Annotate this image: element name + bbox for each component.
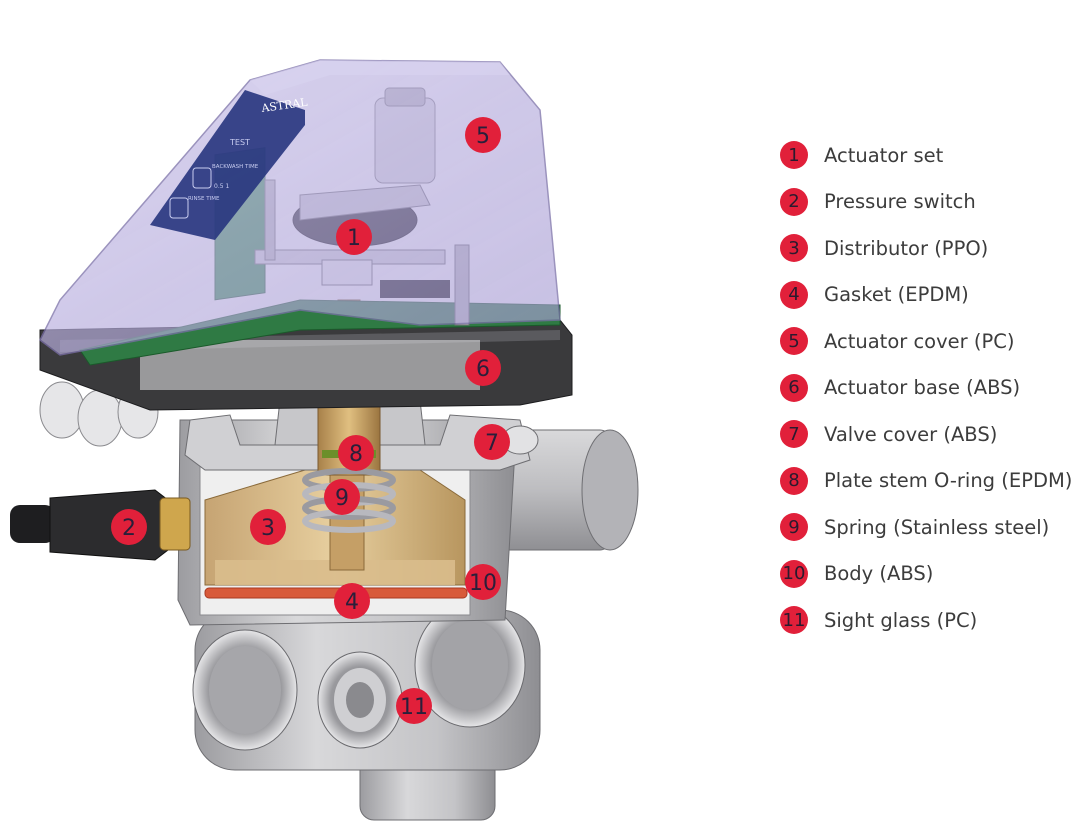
callout-marker-2: 2 xyxy=(111,509,147,545)
actuator-cover: ASTRAL TEST BACKWASH TIME 0.5 1 RINSE TI… xyxy=(39,59,561,356)
callout-circle xyxy=(111,509,147,545)
legend-label: Pressure switch xyxy=(824,190,976,213)
legend-item: 2 Pressure switch xyxy=(780,187,976,217)
callout-marker-9: 9 xyxy=(324,479,360,515)
callout-number: 5 xyxy=(476,124,490,149)
legend-item: 11 Sight glass (PC) xyxy=(780,605,977,635)
legend-label: Gasket (EPDM) xyxy=(824,283,969,306)
legend-label: Sight glass (PC) xyxy=(824,608,978,632)
control-panel: ASTRAL TEST BACKWASH TIME 0.5 1 RINSE TI… xyxy=(150,90,309,240)
panel-backwash-label: BACKWASH TIME xyxy=(212,164,259,170)
legend-item: 8 Plate stem O-ring (EPDM) xyxy=(780,466,1072,496)
callout-number: 8 xyxy=(349,442,363,467)
callout-markers: 1 2 3 4 5 6 7 89 10 11 xyxy=(111,117,510,724)
callout-number: 2 xyxy=(122,516,136,541)
callout-circle xyxy=(465,350,501,386)
callout-marker-6: 6 xyxy=(465,350,501,386)
panel-test-label: TEST xyxy=(229,138,250,147)
legend-number-badge: 1 xyxy=(780,141,808,169)
legend-item: 6 Actuator base (ABS) xyxy=(780,373,1020,403)
body-lower-ports xyxy=(192,602,541,821)
legend-label: Actuator set xyxy=(824,143,944,167)
callout-number: 3 xyxy=(261,516,275,541)
callout-circle xyxy=(396,688,432,724)
legend-item: 4 Gasket (EPDM) xyxy=(780,280,969,310)
callout-circle xyxy=(336,219,372,255)
legend-number-badge: 2 xyxy=(780,187,808,216)
callout-marker-4: 4 xyxy=(334,583,370,619)
legend-item: 5 Actuator cover (PC) xyxy=(780,326,1014,356)
callout-circle xyxy=(465,564,501,600)
legend-number-badge: 9 xyxy=(780,513,808,541)
callout-marker-5: 5 xyxy=(465,117,501,153)
legend-label: Valve cover (ABS) xyxy=(824,422,998,446)
valve-cutaway-illustration: ASTRAL TEST BACKWASH TIME 0.5 1 RINSE TI… xyxy=(10,59,639,821)
legend-label: Body (ABS) xyxy=(824,562,934,585)
callout-number: 7 xyxy=(485,431,499,456)
callout-number: 11 xyxy=(400,695,428,720)
callout-circle xyxy=(474,424,510,460)
callout-marker-10: 10 xyxy=(465,564,501,600)
legend-label: Distributor (PPO) xyxy=(824,236,989,260)
legend-item: 1 Actuator set xyxy=(780,140,943,170)
callout-number: 4 xyxy=(345,590,359,615)
callout-number: 6 xyxy=(476,357,490,382)
legend-item: 10 Body (ABS) xyxy=(780,559,933,589)
callout-marker-3: 3 xyxy=(250,509,286,545)
callout-circle xyxy=(324,479,360,515)
panel-rinse-label: RINSE TIME xyxy=(188,196,220,202)
callout-number: 1 xyxy=(347,226,361,251)
legend-number-badge: 7 xyxy=(780,420,808,448)
pressure-switch xyxy=(10,489,191,561)
legend-label: Spring (Stainless steel) xyxy=(824,515,1050,539)
legend-number-badge: 5 xyxy=(780,327,808,355)
panel-dial-backwash xyxy=(192,167,212,189)
legend-item: 3 Distributor (PPO) xyxy=(780,233,988,263)
callout-marker-1: 1 xyxy=(336,219,372,255)
callout-number: 10 xyxy=(469,571,497,596)
panel-dial-rinse xyxy=(169,197,189,219)
callout-circle xyxy=(250,509,286,545)
callout-marker-8: 8 xyxy=(338,435,374,471)
callout-circle xyxy=(338,435,374,471)
legend-number-badge: 11 xyxy=(780,606,808,634)
panel-scale-text: 0.5 1 xyxy=(214,183,229,190)
callout-marker-7: 7 xyxy=(474,424,510,460)
legend-label: Actuator cover (PC) xyxy=(824,329,1015,353)
legend-label: Plate stem O-ring (EPDM) xyxy=(824,469,1073,492)
legend-item: 7 Valve cover (ABS) xyxy=(780,419,997,449)
legend-number-badge: 8 xyxy=(780,466,808,495)
legend-number-badge: 6 xyxy=(780,373,808,402)
callout-number: 9 xyxy=(335,486,349,511)
legend-number-badge: 10 xyxy=(780,559,808,588)
callout-circle xyxy=(334,583,370,619)
legend-number-badge: 4 xyxy=(780,280,808,309)
callout-circle xyxy=(465,117,501,153)
callout-marker-11: 11 xyxy=(396,688,432,724)
legend-label: Actuator base (ABS) xyxy=(824,376,1021,399)
legend-item: 9 Spring (Stainless steel) xyxy=(780,512,1049,542)
legend-number-badge: 3 xyxy=(780,234,808,262)
